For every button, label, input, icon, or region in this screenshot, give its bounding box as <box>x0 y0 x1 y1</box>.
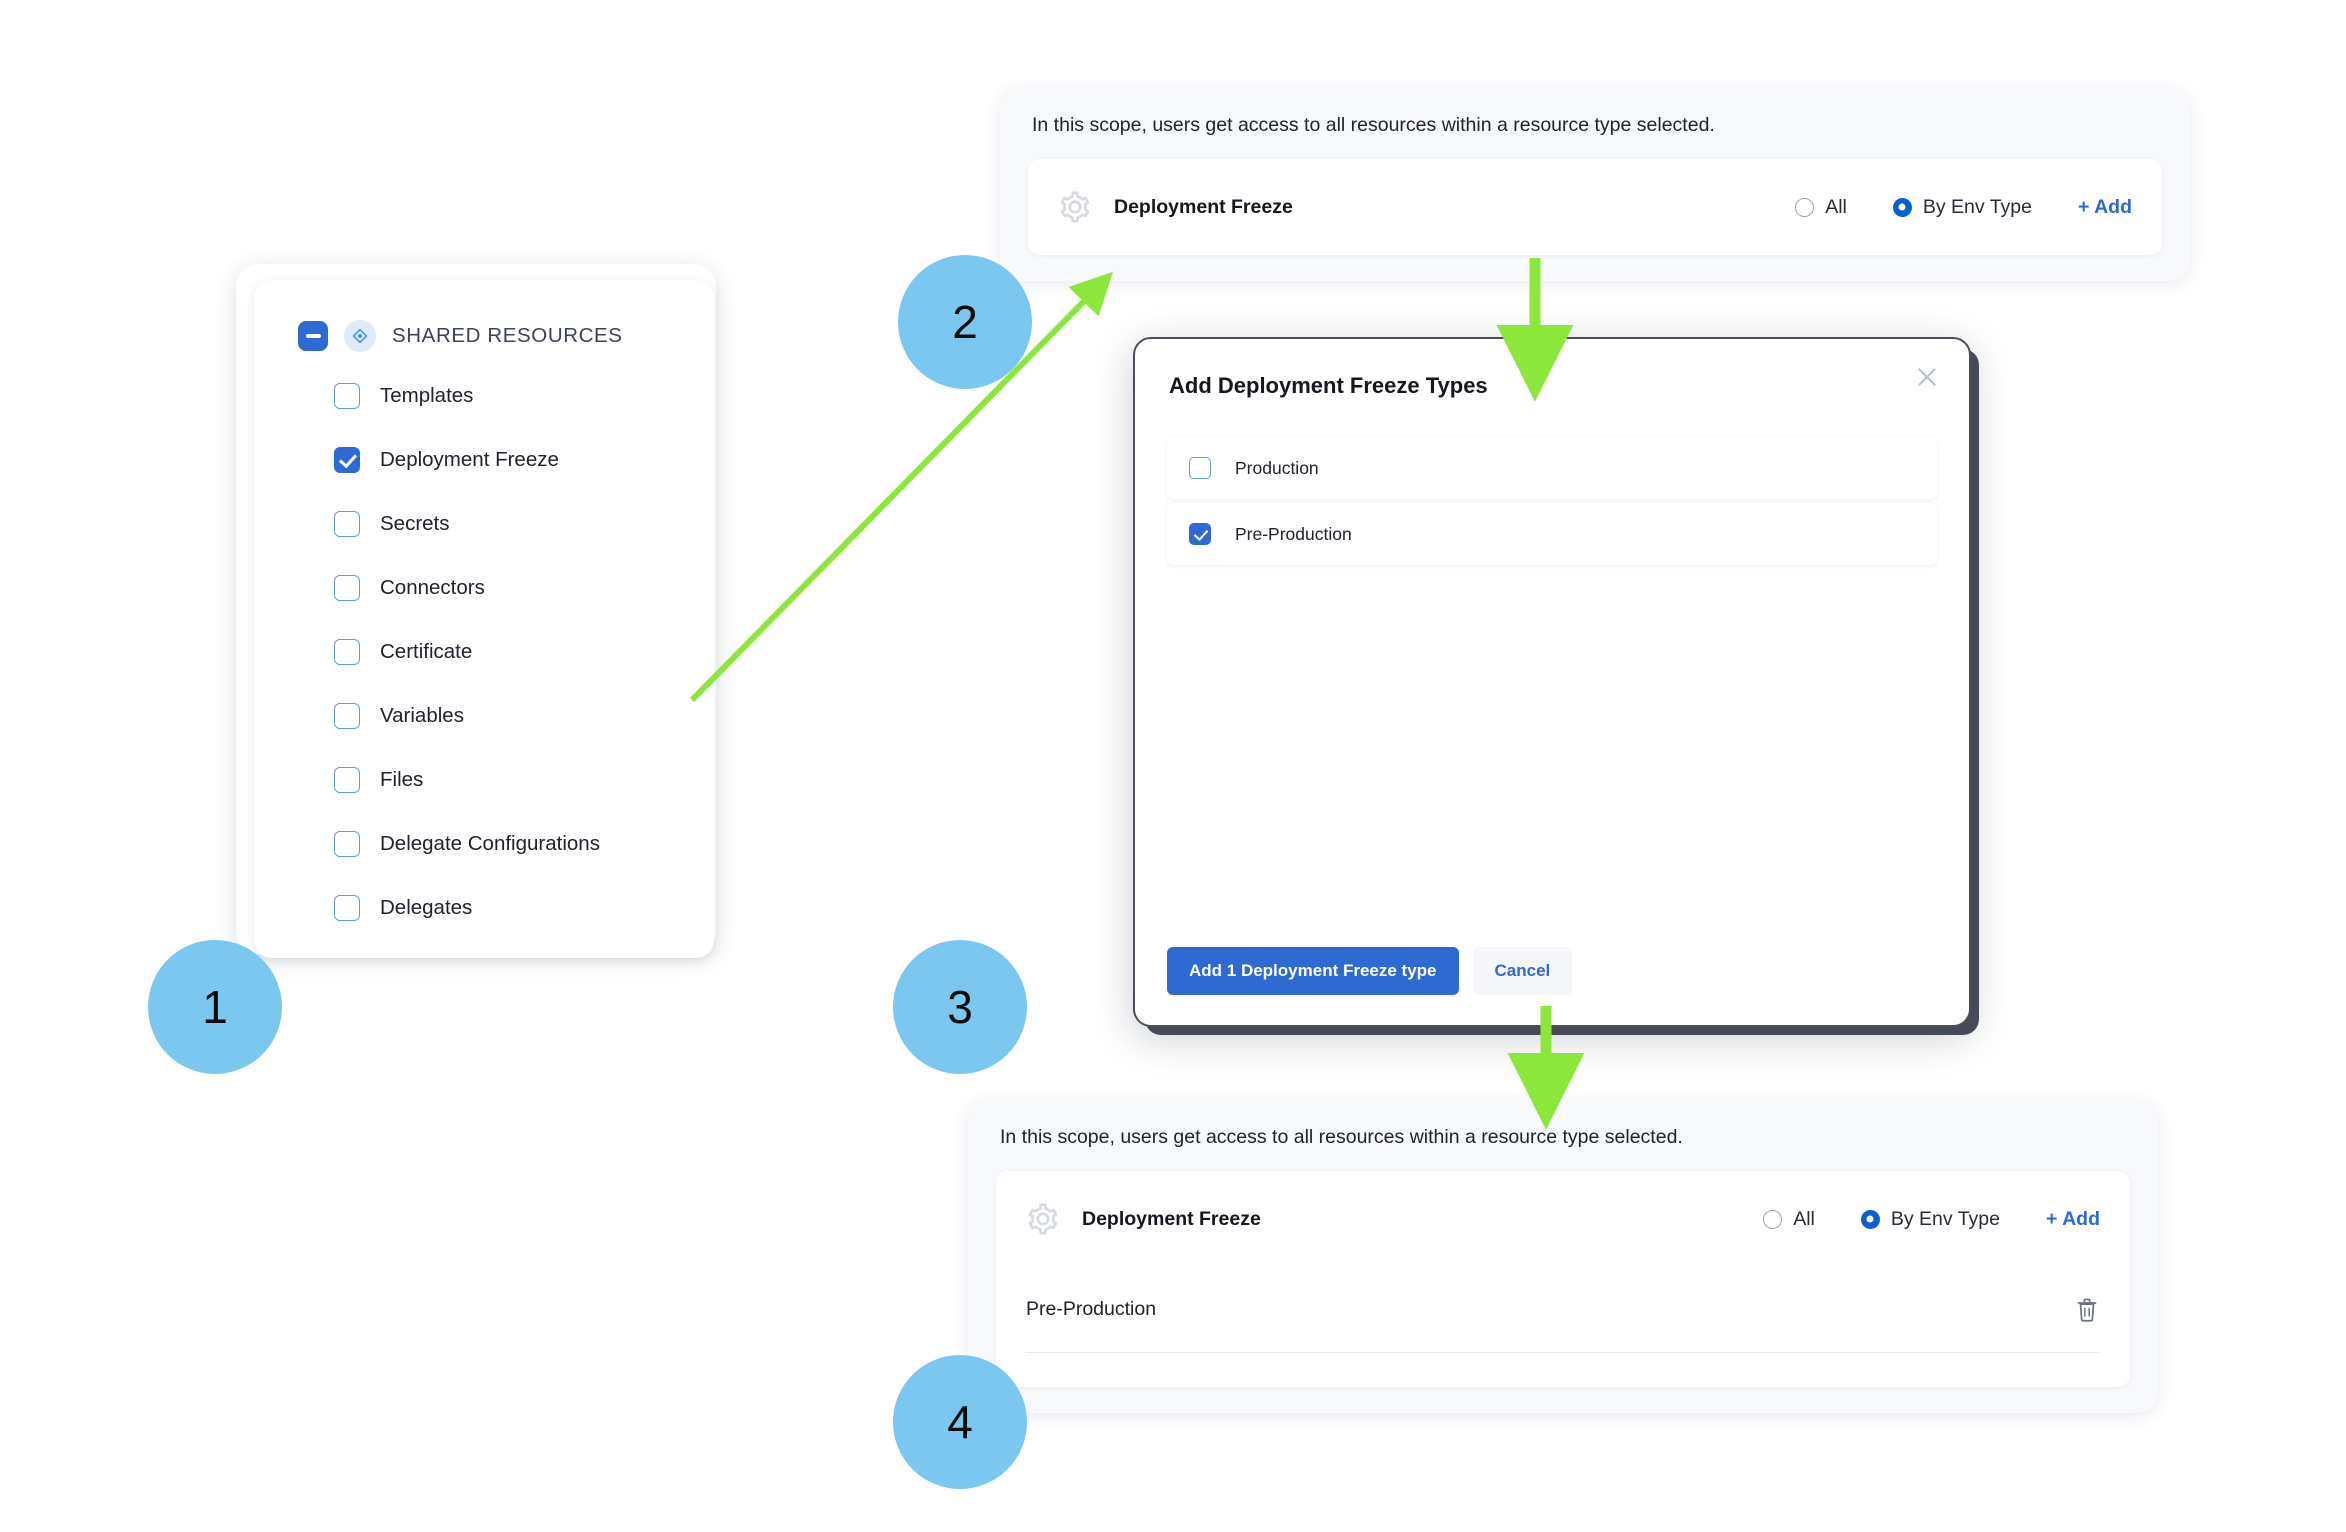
step-marker-label: 4 <box>947 1396 973 1448</box>
radio-by-env-type[interactable]: By Env Type <box>1892 195 2032 219</box>
list-item[interactable]: Files <box>254 758 714 801</box>
radio-by-env-type-input[interactable] <box>1892 197 1912 217</box>
scope-resource-name: Deployment Freeze <box>1114 195 1293 218</box>
step-marker-1: 1 <box>148 940 282 1074</box>
checkbox-connectors[interactable] <box>334 574 360 601</box>
freeze-type-list: Production Pre-Production <box>1167 437 1937 569</box>
list-item[interactable]: Certificate <box>254 630 714 673</box>
radio-by-env-type-input[interactable] <box>1860 1209 1880 1229</box>
checkbox-variables[interactable] <box>334 702 360 729</box>
gear-icon <box>1028 1203 1058 1235</box>
list-item[interactable]: Variables <box>254 694 714 737</box>
cancel-button[interactable]: Cancel <box>1472 947 1573 995</box>
scope-note: In this scope, users get access to all r… <box>1000 1126 1683 1148</box>
list-item[interactable]: Templates <box>254 374 714 417</box>
step-marker-4: 4 <box>893 1355 1027 1489</box>
step-marker-3: 3 <box>893 940 1027 1074</box>
scope-resource-name: Deployment Freeze <box>1082 1207 1261 1230</box>
radio-by-env-type-label: By Env Type <box>1890 1207 2000 1230</box>
checkbox-delegate-configurations[interactable] <box>334 830 360 857</box>
radio-all-label: All <box>1825 195 1847 218</box>
list-item[interactable]: Delegates <box>254 886 714 929</box>
radio-all[interactable]: All <box>1763 1208 1815 1231</box>
scope-resource-row: Deployment Freeze All By Env Type + Add <box>1058 159 2132 255</box>
list-item-label: Templates <box>380 383 474 407</box>
scope-note: In this scope, users get access to all r… <box>1032 114 1715 136</box>
list-item[interactable]: Secrets <box>254 502 714 545</box>
step-marker-label: 2 <box>952 296 978 348</box>
checkbox-secrets[interactable] <box>334 510 360 537</box>
list-item-label: Connectors <box>380 575 485 599</box>
list-item-label: Deployment Freeze <box>380 447 559 471</box>
env-type-name: Pre-Production <box>1026 1298 1157 1320</box>
add-button[interactable]: + Add <box>2046 1207 2100 1230</box>
step-marker-label: 1 <box>202 981 228 1033</box>
scope-inner-card: Deployment Freeze All By Env Type + Add … <box>996 1171 2130 1387</box>
radio-all-input[interactable] <box>1763 1209 1783 1229</box>
radio-by-env-type[interactable]: By Env Type <box>1860 1207 2000 1231</box>
list-item[interactable]: Delegate Configurations <box>254 822 714 865</box>
list-item[interactable]: Production <box>1167 437 1937 499</box>
checkbox-delegates[interactable] <box>334 894 360 921</box>
list-item[interactable]: Deployment Freeze <box>254 438 714 481</box>
radio-all-input[interactable] <box>1795 197 1815 217</box>
step-marker-2: 2 <box>898 255 1032 389</box>
scope-resource-row: Deployment Freeze All By Env Type + Add <box>1026 1171 2100 1267</box>
list-item-label: Variables <box>380 703 464 727</box>
scope-row-spacer <box>1026 1353 2100 1387</box>
list-item[interactable]: Pre-Production <box>1167 503 1937 565</box>
add-freeze-type-button[interactable]: Add 1 Deployment Freeze type <box>1167 947 1459 995</box>
resource-diamond-icon <box>344 320 376 352</box>
modal-footer: Add 1 Deployment Freeze type Cancel <box>1167 947 1937 995</box>
minus-icon[interactable] <box>298 321 328 351</box>
add-deployment-freeze-types-modal: Add Deployment Freeze Types Production P… <box>1133 337 1971 1027</box>
scope-controls: All By Env Type + Add <box>1795 196 2132 219</box>
scope-controls: All By Env Type + Add <box>1763 1208 2100 1231</box>
checkbox-certificate[interactable] <box>334 638 360 665</box>
gear-icon <box>1060 191 1090 223</box>
table-row: Pre-Production <box>1026 1267 2100 1353</box>
list-item-label: Delegates <box>380 895 473 919</box>
scope-inner-card: Deployment Freeze All By Env Type + Add <box>1028 159 2162 255</box>
checkbox-production[interactable] <box>1189 457 1211 479</box>
close-icon[interactable] <box>1913 363 1941 391</box>
page-title: SHARED RESOURCES <box>392 324 623 347</box>
trash-icon[interactable] <box>2074 1296 2100 1324</box>
resource-list: Templates Deployment Freeze Secrets Conn… <box>254 374 714 929</box>
radio-by-env-type-label: By Env Type <box>1922 195 2032 218</box>
list-item-label: Production <box>1235 457 1319 478</box>
scope-panel-top: In this scope, users get access to all r… <box>1000 88 2190 281</box>
shared-resources-card: SHARED RESOURCES Templates Deployment Fr… <box>254 280 714 958</box>
shared-resources-header: SHARED RESOURCES <box>254 320 714 352</box>
checkbox-pre-production[interactable] <box>1189 523 1211 545</box>
list-item-label: Pre-Production <box>1235 523 1352 544</box>
checkbox-deployment-freeze[interactable] <box>334 446 360 473</box>
list-item-label: Secrets <box>380 511 450 535</box>
modal-title: Add Deployment Freeze Types <box>1169 373 1488 398</box>
radio-all-label: All <box>1793 1207 1815 1230</box>
checkbox-files[interactable] <box>334 766 360 793</box>
list-item-label: Files <box>380 767 424 791</box>
radio-all[interactable]: All <box>1795 196 1847 219</box>
list-item-label: Delegate Configurations <box>380 831 600 855</box>
scope-panel-bottom: In this scope, users get access to all r… <box>968 1100 2158 1413</box>
checkbox-templates[interactable] <box>334 382 360 409</box>
add-button[interactable]: + Add <box>2078 195 2132 218</box>
list-item-label: Certificate <box>380 639 473 663</box>
arrow-1-to-2 <box>689 271 1113 703</box>
step-marker-label: 3 <box>947 981 973 1033</box>
list-item[interactable]: Connectors <box>254 566 714 609</box>
